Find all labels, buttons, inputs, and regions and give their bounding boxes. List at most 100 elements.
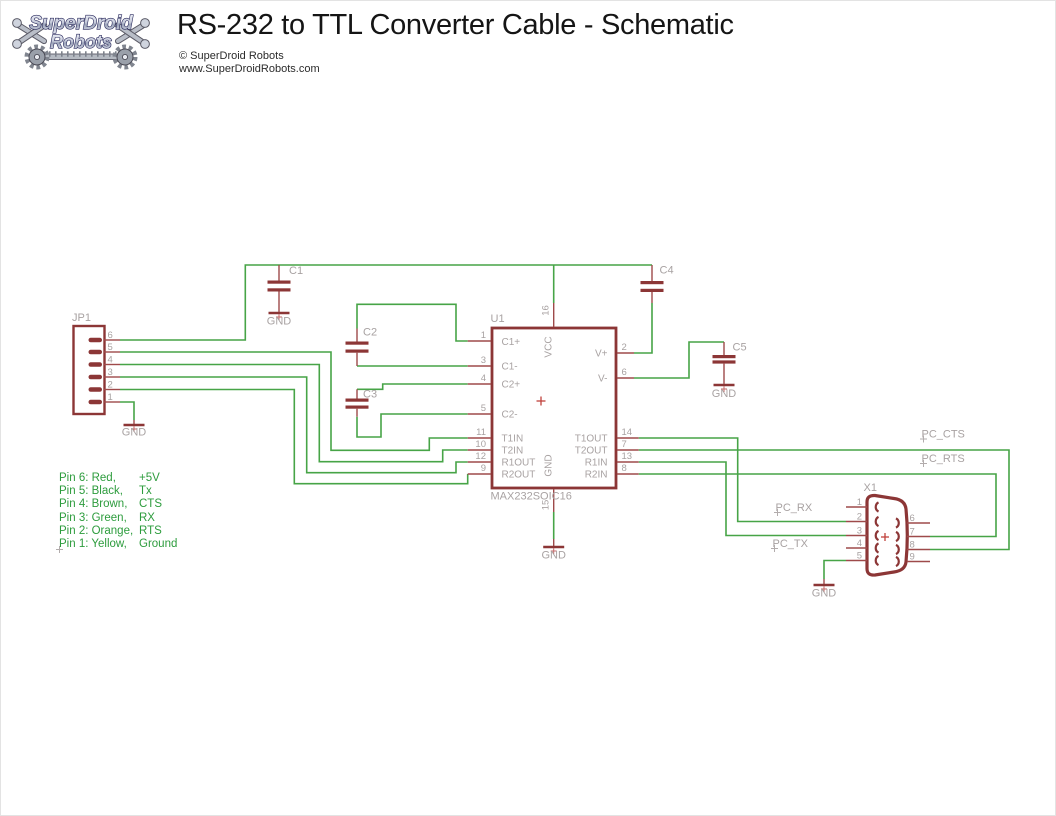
capacitor-c1: C1 xyxy=(267,265,303,312)
legend-origin-cross xyxy=(56,546,63,553)
cap-plate xyxy=(712,360,736,364)
website-line: www.SuperDroidRobots.com xyxy=(179,63,320,75)
x1-contact xyxy=(895,555,900,568)
net-label-text: PC_CTS xyxy=(922,429,965,441)
wire-pc-rts xyxy=(638,473,997,538)
net-label-pc-tx: PC_TX xyxy=(771,538,809,552)
legend-signal: RX xyxy=(139,511,155,524)
gnd-symbol-u1: GND xyxy=(541,539,566,562)
capacitor-c4: C4 xyxy=(640,265,674,303)
cap-refdes: C5 xyxy=(733,342,747,354)
legend-row: Pin 4: Brown,CTS xyxy=(59,498,177,511)
logo-gear-icon xyxy=(24,44,50,70)
u1-left-pin-numbers: 1 3 4 5 11 10 12 9 xyxy=(475,330,486,474)
pin-number: 6 xyxy=(910,513,915,524)
page-title: RS-232 to TTL Converter Cable - Schemati… xyxy=(177,9,734,41)
pin-number: 2 xyxy=(857,512,862,523)
jp1-refdes: JP1 xyxy=(72,312,91,324)
legend-prefix: Pin 5: Black, xyxy=(59,485,123,498)
pin-number: 4 xyxy=(108,354,113,365)
u1-left-pin-names: C1+ C1- C2+ C2- T1IN T2IN R1OUT R2OUT xyxy=(502,337,536,481)
wire-vcc-rail xyxy=(120,264,652,341)
pinhead xyxy=(88,374,102,380)
net-label-pc-rts: PC_RTS xyxy=(920,453,965,467)
cap-plate xyxy=(267,288,291,292)
wire-jp1-gnd xyxy=(120,401,135,420)
gnd-label: GND xyxy=(712,388,737,400)
x1-left-pin-numbers: 1 2 3 4 5 xyxy=(857,497,862,562)
capacitor-c2: C2 xyxy=(345,327,377,366)
wire-c4-vplus xyxy=(634,303,653,354)
cap-plate xyxy=(640,281,664,285)
net-label-text: PC_RTS xyxy=(922,453,965,465)
pin-name: T2IN xyxy=(502,446,524,457)
wire-vminus-c5 xyxy=(634,341,724,379)
x1-contact xyxy=(895,543,900,556)
pin-name: C2+ xyxy=(502,380,521,391)
u1-stubs xyxy=(467,303,639,512)
cap-refdes: C1 xyxy=(289,265,303,277)
pin-number: 12 xyxy=(475,451,486,462)
legend-signal: Ground xyxy=(139,538,178,551)
pinhead xyxy=(88,362,102,367)
pin-number: 3 xyxy=(481,355,486,366)
pin-number: 9 xyxy=(481,463,486,474)
pin-number: 6 xyxy=(108,330,113,341)
x1-contact xyxy=(895,517,900,529)
gnd-symbol-x1: GND xyxy=(812,579,836,600)
cap-plate xyxy=(345,398,369,402)
cap-plate xyxy=(640,288,664,292)
pin-number: 6 xyxy=(622,367,627,378)
gnd-symbol-c5: GND xyxy=(712,383,737,400)
jp1-stubs xyxy=(104,339,120,403)
copyright-line: © SuperDroid Robots xyxy=(179,50,284,62)
wire-cts-t2in xyxy=(120,363,468,463)
cap-refdes: C3 xyxy=(363,389,377,401)
capacitor-c5: C5 xyxy=(712,342,747,384)
pin-number: 3 xyxy=(108,367,113,378)
pin-number: 9 xyxy=(910,552,915,563)
u1-body xyxy=(490,326,618,490)
pin-number: 8 xyxy=(910,540,915,551)
cap-plate xyxy=(267,280,291,284)
pin-number: 4 xyxy=(481,373,486,384)
pin-name: T2OUT xyxy=(575,446,608,457)
pin-number: 5 xyxy=(108,342,113,353)
pin-number: 2 xyxy=(622,342,627,353)
legend-prefix: Pin 2: Orange, xyxy=(59,524,134,537)
pin-number: 5 xyxy=(857,551,862,562)
logo-gear-icon xyxy=(112,44,138,70)
pin-number: 7 xyxy=(622,439,627,450)
pin-number: 10 xyxy=(475,439,486,450)
wire-c3-bottom xyxy=(356,413,468,438)
gnd-label: GND xyxy=(267,316,292,328)
x1-contact xyxy=(874,542,880,554)
wire-c2-top xyxy=(356,303,468,342)
logo-wrench-icon xyxy=(12,18,48,49)
pin-name: R2OUT xyxy=(502,470,536,481)
pin-number: 8 xyxy=(622,463,627,474)
pin-number: 5 xyxy=(481,403,486,414)
pinhead xyxy=(88,387,102,392)
pin-name: R1IN xyxy=(585,458,608,469)
u1-vcc-label: VCC xyxy=(544,336,555,357)
x1-contact xyxy=(874,515,880,528)
pin-number: 11 xyxy=(476,427,486,438)
jp1-pin-numbers: 6 5 4 3 2 1 xyxy=(108,330,113,403)
legend-prefix: Pin 4: Brown, xyxy=(59,498,128,511)
cap-plate xyxy=(345,405,369,409)
legend-row: Pin 2: Orange,RTS xyxy=(59,525,177,538)
legend-prefix: Pin 1: Yellow, xyxy=(59,538,127,551)
pin-number: 7 xyxy=(910,527,915,538)
cap-plate xyxy=(345,341,369,345)
pin-number: 4 xyxy=(857,538,862,549)
pin-name: T1OUT xyxy=(575,434,608,445)
pin-name: C1- xyxy=(502,362,518,373)
pin-number: 14 xyxy=(622,427,633,438)
pin-name: R1OUT xyxy=(502,458,536,469)
pin-name: C1+ xyxy=(502,337,521,348)
x1-right-pin-numbers: 6 7 8 9 xyxy=(910,513,915,563)
pin-number: 16 xyxy=(541,305,552,316)
